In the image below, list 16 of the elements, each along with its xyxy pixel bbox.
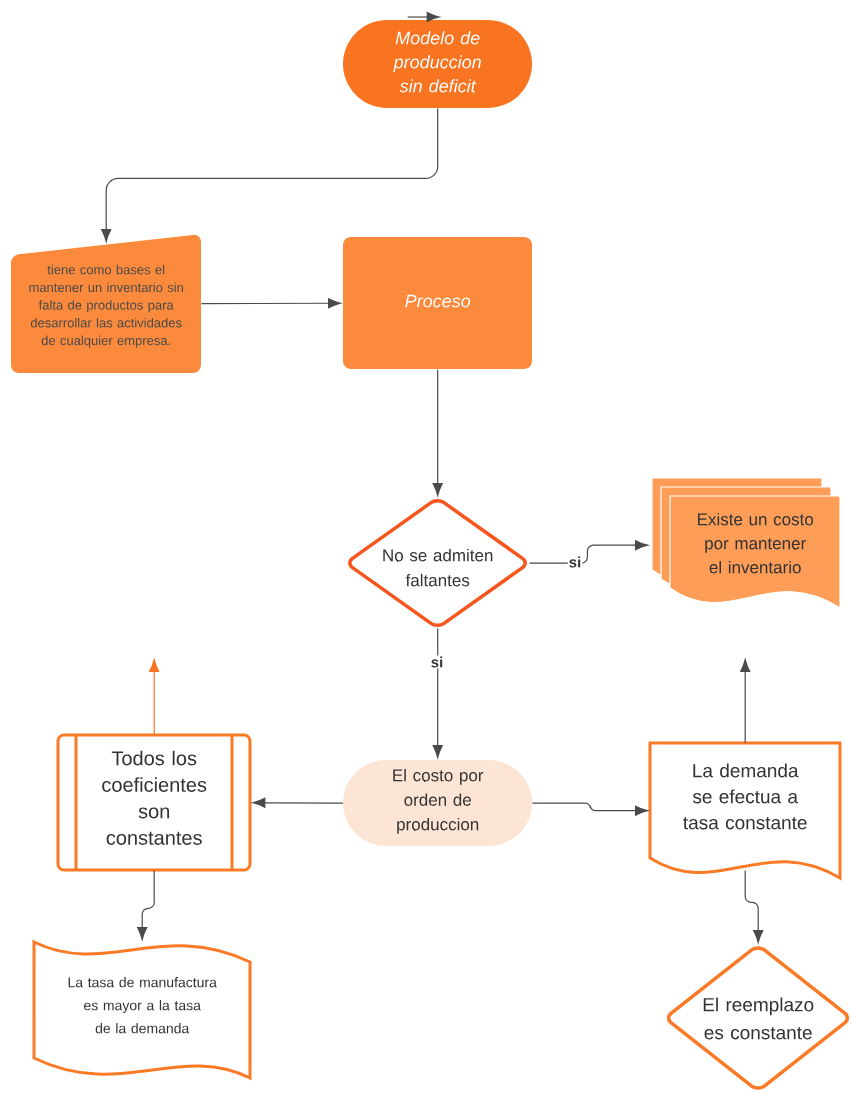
arrow	[432, 368, 443, 497]
arrow	[101, 107, 439, 243]
predefined-process-box: Todos los coeficientes son constantes	[56, 733, 252, 872]
process-box: Proceso	[343, 237, 532, 369]
arrow	[252, 797, 344, 808]
arrow	[407, 11, 440, 23]
arrow	[740, 658, 751, 744]
arrow	[200, 298, 342, 309]
arrow	[531, 802, 649, 816]
edge-label: si	[429, 655, 445, 669]
arrow	[137, 869, 155, 941]
arrow	[528, 540, 649, 564]
edge-label: si	[567, 555, 583, 569]
arrow	[744, 869, 764, 944]
arrow	[432, 627, 443, 759]
arrow	[149, 658, 160, 736]
